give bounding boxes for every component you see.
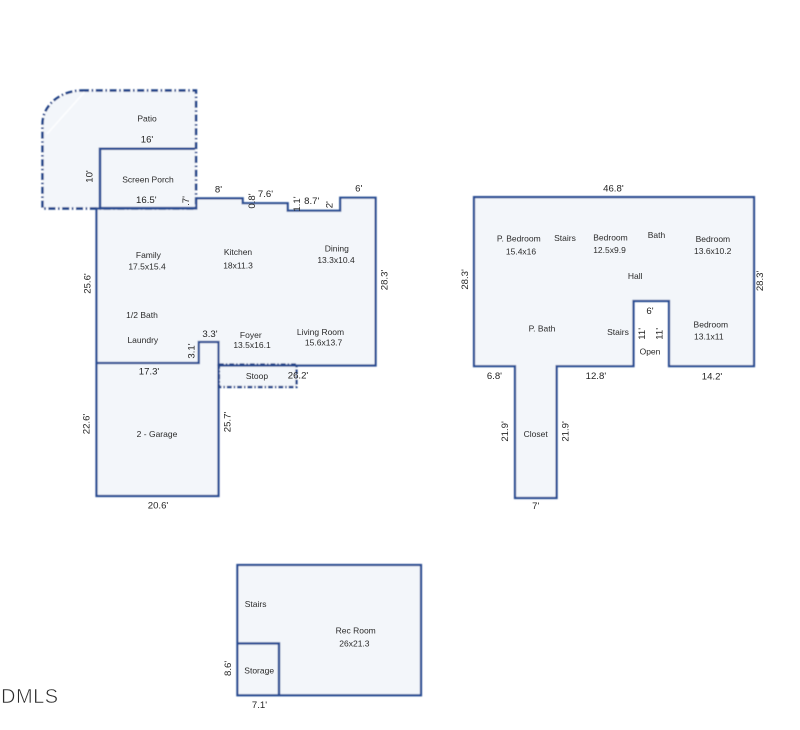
svg-text:16.5': 16.5' bbox=[136, 195, 157, 206]
svg-text:15.6x13.7: 15.6x13.7 bbox=[305, 338, 343, 348]
svg-text:7': 7' bbox=[532, 501, 539, 512]
svg-text:Hall: Hall bbox=[628, 271, 643, 281]
svg-text:26x21.3: 26x21.3 bbox=[339, 639, 370, 649]
svg-text:13.1x11: 13.1x11 bbox=[694, 332, 724, 342]
svg-text:7.6': 7.6' bbox=[258, 189, 273, 200]
svg-text:20.6': 20.6' bbox=[148, 501, 169, 512]
svg-text:15.4x16: 15.4x16 bbox=[506, 247, 537, 257]
svg-text:6': 6' bbox=[355, 184, 362, 195]
svg-text:Storage: Storage bbox=[244, 666, 274, 676]
svg-text:14.2': 14.2' bbox=[702, 372, 723, 383]
svg-text:12.5x9.9: 12.5x9.9 bbox=[593, 245, 626, 255]
svg-text:2 - Garage: 2 - Garage bbox=[137, 429, 178, 439]
svg-text:13.5x16.1: 13.5x16.1 bbox=[233, 340, 271, 350]
svg-text:7.1': 7.1' bbox=[252, 700, 267, 711]
svg-text:Dining: Dining bbox=[325, 244, 349, 254]
svg-text:17.5x15.4: 17.5x15.4 bbox=[128, 262, 166, 272]
svg-text:3.3': 3.3' bbox=[202, 329, 217, 340]
svg-text:Family: Family bbox=[136, 250, 162, 260]
svg-text:6': 6' bbox=[646, 306, 653, 317]
svg-text:21.9': 21.9' bbox=[561, 421, 572, 442]
svg-text:1/2 Bath: 1/2 Bath bbox=[126, 310, 158, 320]
svg-text:Stoop: Stoop bbox=[246, 371, 268, 381]
svg-text:8.6': 8.6' bbox=[223, 661, 234, 676]
svg-text:28.3': 28.3' bbox=[380, 270, 391, 291]
svg-text:P. Bedroom: P. Bedroom bbox=[497, 234, 541, 244]
svg-text:22.6': 22.6' bbox=[82, 414, 93, 435]
svg-text:Screen Porch: Screen Porch bbox=[122, 175, 174, 185]
svg-text:12.8': 12.8' bbox=[586, 371, 607, 382]
svg-text:6.8': 6.8' bbox=[487, 371, 502, 382]
svg-text:Bedroom: Bedroom bbox=[696, 234, 731, 244]
svg-text:13.6x10.2: 13.6x10.2 bbox=[694, 246, 732, 256]
svg-text:DMLS: DMLS bbox=[1, 686, 59, 708]
svg-text:26.2': 26.2' bbox=[288, 371, 309, 382]
svg-text:P. Bath: P. Bath bbox=[529, 324, 556, 334]
svg-text:Bedroom: Bedroom bbox=[694, 319, 729, 329]
svg-text:Bedroom: Bedroom bbox=[593, 233, 628, 243]
svg-text:8.7': 8.7' bbox=[304, 196, 319, 207]
svg-text:Patio: Patio bbox=[137, 114, 157, 124]
svg-text:0.8': 0.8' bbox=[247, 193, 258, 208]
svg-text:Rec Room: Rec Room bbox=[336, 626, 376, 636]
svg-text:Stairs: Stairs bbox=[554, 233, 576, 243]
svg-text:16': 16' bbox=[141, 135, 154, 146]
svg-text:25.6': 25.6' bbox=[83, 273, 94, 294]
svg-text:10': 10' bbox=[85, 170, 96, 183]
svg-text:28.3': 28.3' bbox=[755, 270, 766, 291]
svg-text:21.9': 21.9' bbox=[500, 421, 511, 442]
svg-text:Open: Open bbox=[640, 346, 661, 356]
svg-text:Stairs: Stairs bbox=[607, 327, 629, 337]
svg-text:11': 11' bbox=[637, 328, 648, 340]
svg-text:1.1': 1.1' bbox=[292, 196, 303, 211]
svg-text:18x11.3: 18x11.3 bbox=[223, 261, 253, 271]
svg-text:Closet: Closet bbox=[524, 429, 549, 439]
svg-text:17.3': 17.3' bbox=[139, 367, 160, 378]
svg-text:2': 2' bbox=[325, 201, 336, 208]
svg-text:3.1': 3.1' bbox=[187, 343, 198, 358]
svg-text:.7': .7' bbox=[181, 196, 192, 206]
svg-text:Laundry: Laundry bbox=[127, 335, 158, 345]
svg-text:28.3': 28.3' bbox=[460, 269, 471, 290]
svg-text:Bath: Bath bbox=[648, 230, 666, 240]
svg-text:11': 11' bbox=[654, 328, 665, 340]
svg-text:Stairs: Stairs bbox=[245, 599, 267, 609]
svg-text:25.7': 25.7' bbox=[223, 412, 234, 433]
svg-text:Foyer: Foyer bbox=[240, 330, 262, 340]
svg-text:8': 8' bbox=[215, 184, 222, 195]
svg-text:13.3x10.4: 13.3x10.4 bbox=[317, 255, 355, 265]
svg-text:Living Room: Living Room bbox=[297, 327, 344, 337]
svg-text:Kitchen: Kitchen bbox=[224, 247, 253, 257]
svg-text:46.8': 46.8' bbox=[603, 184, 624, 195]
